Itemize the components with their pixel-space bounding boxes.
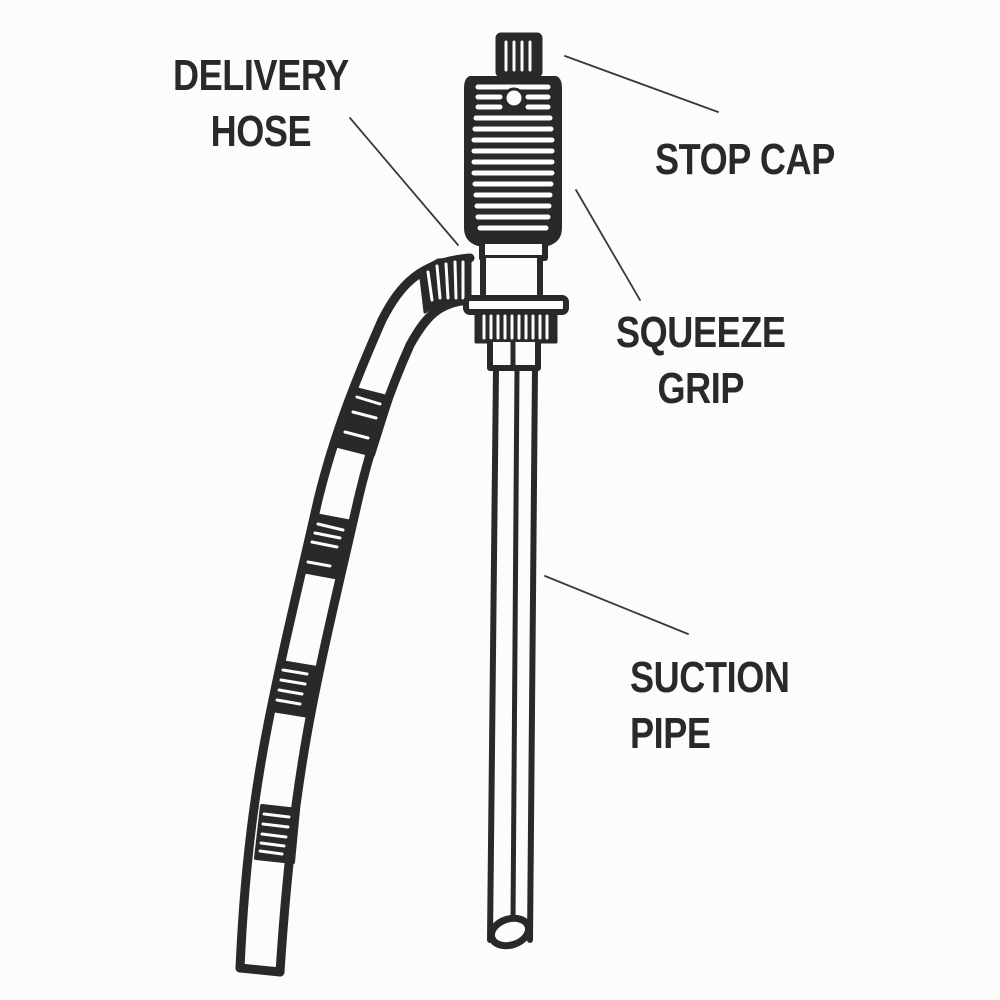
label-squeeze-grip-line2: GRIP — [657, 364, 745, 413]
label-squeeze-grip: SQUEEZE GRIP — [616, 305, 786, 417]
label-stop-cap-line1: STOP CAP — [655, 135, 835, 184]
leader-suction-pipe — [544, 575, 689, 635]
pump-body — [463, 241, 569, 371]
leader-delivery-hose — [349, 117, 459, 246]
label-delivery-hose: DELIVERY HOSE — [173, 48, 349, 160]
leader-squeeze-grip — [575, 189, 641, 301]
label-delivery-hose-line1: DELIVERY — [173, 51, 349, 100]
label-suction-pipe-line2: PIPE — [630, 709, 711, 758]
squeeze-grip — [464, 76, 562, 246]
suction-pipe — [487, 365, 538, 950]
label-squeeze-grip-line1: SQUEEZE — [616, 308, 786, 357]
leader-stop-cap — [564, 55, 719, 113]
label-stop-cap: STOP CAP — [655, 132, 835, 188]
label-suction-pipe-line1: SUCTION — [630, 653, 790, 702]
label-suction-pipe: SUCTION PIPE — [630, 650, 790, 762]
stop-cap — [495, 32, 543, 78]
label-delivery-hose-line2: HOSE — [210, 107, 312, 156]
leader-lines — [349, 55, 719, 635]
delivery-hose — [235, 253, 475, 977]
